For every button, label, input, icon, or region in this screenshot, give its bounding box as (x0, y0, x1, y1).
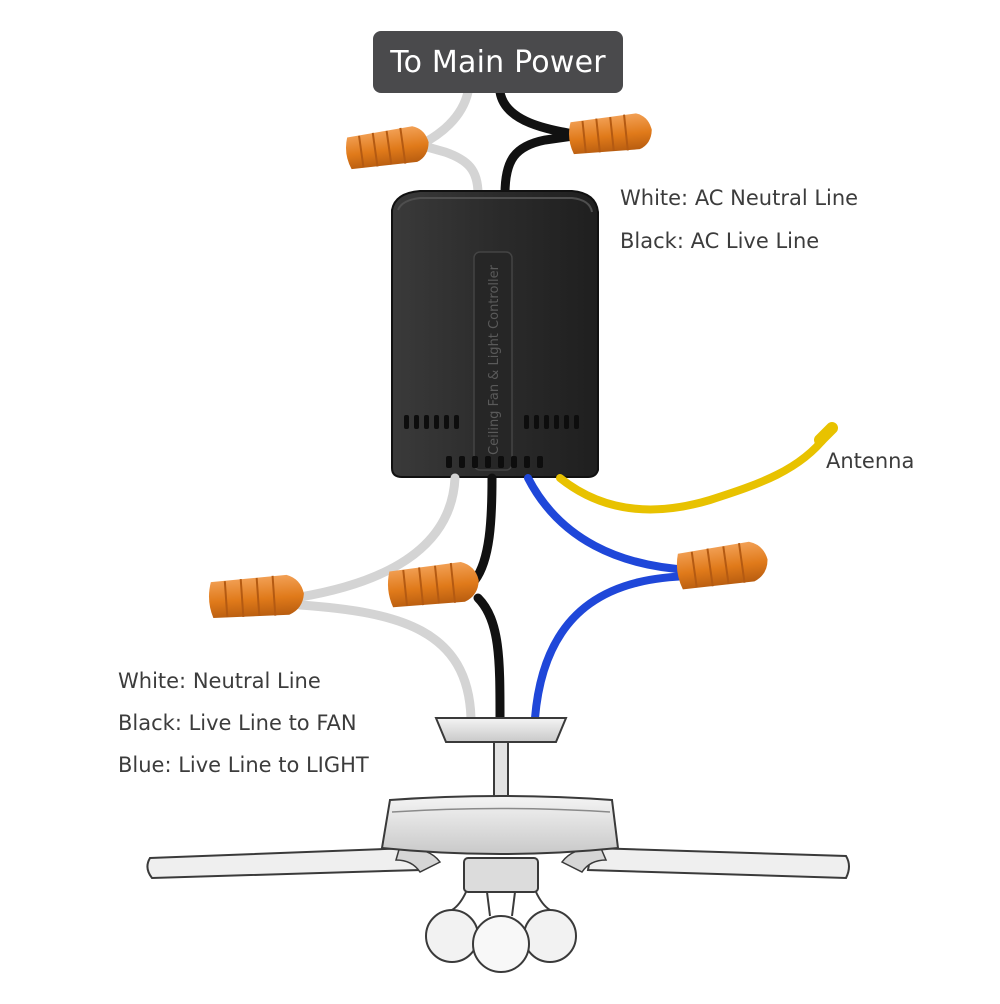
fan-switch-housing (463, 857, 539, 893)
white-neutral-wire-from-controller (295, 473, 460, 602)
legend-blue-live-light: Blue: Live Line to LIGHT (118, 753, 369, 777)
blue-live-wire-to-light (531, 572, 694, 722)
black-ac-live-wire (495, 87, 585, 199)
left-white-wire-connector (208, 574, 304, 619)
middle-black-wire-connector (387, 561, 479, 608)
left-vent-slots (404, 415, 459, 429)
ceiling-fan (146, 717, 850, 973)
fan-canopy (434, 717, 568, 743)
antenna-label: Antenna (826, 449, 915, 473)
bottom-wires (295, 422, 838, 723)
white-ac-neutral-wire (415, 87, 483, 199)
fan-blade-right (586, 846, 850, 880)
top-right-wire-connector (569, 113, 652, 155)
white-neutral-wire-to-fan (295, 600, 476, 723)
legend-white-ac-neutral: White: AC Neutral Line (620, 186, 859, 210)
light-bulb-left (425, 909, 479, 963)
main-power-title: To Main Power (373, 31, 623, 93)
antenna-wire (556, 432, 830, 514)
legend-white-neutral: White: Neutral Line (118, 669, 321, 693)
light-bulb-right (523, 909, 577, 963)
blue-live-wire-from-controller (524, 474, 694, 574)
black-live-wire-to-fan (473, 593, 505, 723)
legend-black-live-fan: Black: Live Line to FAN (118, 711, 357, 735)
bottom-terminal-slots (446, 456, 543, 468)
antenna-tip (814, 422, 838, 446)
main-power-title-text: To Main Power (390, 44, 606, 80)
black-live-wire-from-controller (470, 473, 497, 585)
top-wires (415, 87, 585, 199)
light-bulb-center (472, 915, 530, 973)
right-blue-wire-connector (676, 541, 768, 590)
fan-blade-left (146, 846, 422, 880)
controller-label: Ceiling Fan & Light Controller (487, 264, 502, 455)
top-left-wire-connector (346, 126, 429, 170)
fan-light-controller: Ceiling Fan & Light Controller (391, 190, 599, 478)
fan-downrod (493, 741, 509, 798)
fan-motor-housing (380, 795, 620, 855)
right-vent-slots (524, 415, 579, 429)
legend-black-ac-live: Black: AC Live Line (620, 229, 820, 253)
